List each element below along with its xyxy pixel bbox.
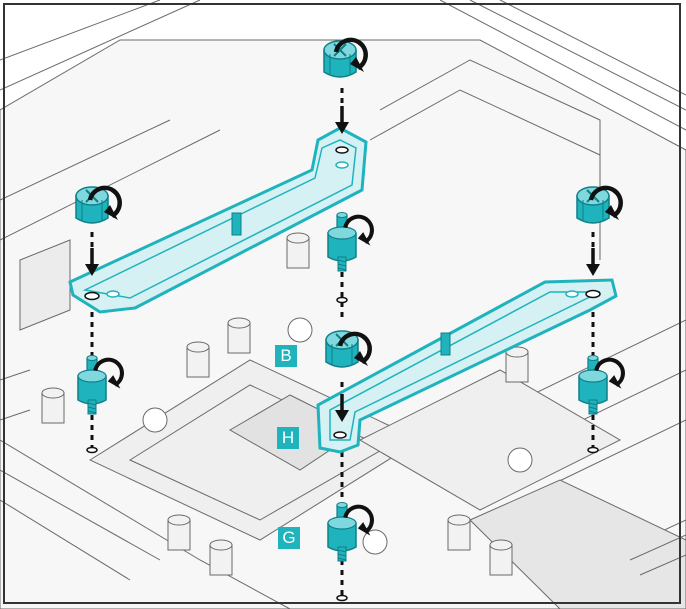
callout-g: G — [278, 527, 300, 549]
callout-b: B — [275, 345, 297, 367]
callout-h: H — [277, 427, 299, 449]
bracket-upper — [68, 126, 368, 314]
bracket-lower — [316, 278, 618, 454]
capacitors — [41, 232, 529, 576]
screw-holes — [86, 296, 599, 602]
